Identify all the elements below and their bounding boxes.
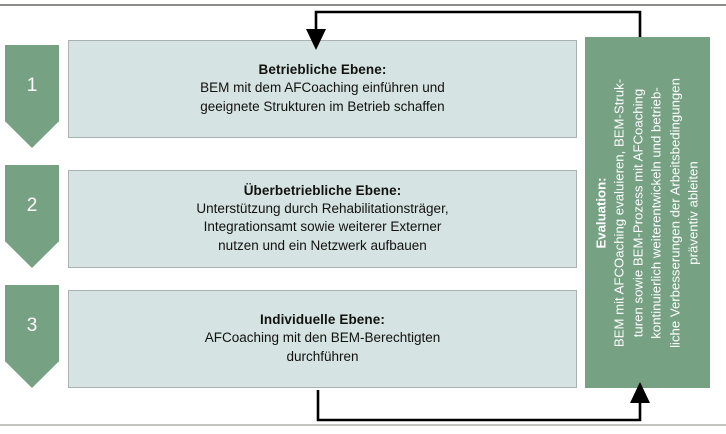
step-number-1: 1 <box>26 75 38 96</box>
step-box-3: Individuelle Ebene: AFCoaching mit den B… <box>68 290 577 388</box>
step-marker-1: 1 <box>5 45 59 148</box>
step-number-2: 2 <box>26 195 38 216</box>
bottom-divider-rule <box>0 424 726 426</box>
step-box-3-body: AFCoaching mit den BEM-Berechtigten durc… <box>204 330 441 364</box>
step-box-1-title: Betriebliche Ebene: <box>258 62 387 78</box>
evaluation-panel-text: Evaluation: BEM mit AFCOaching evaluiere… <box>592 37 703 388</box>
step-number-3: 3 <box>26 315 38 336</box>
step-box-2: Überbetriebliche Ebene: Unterstützung du… <box>68 170 577 268</box>
evaluation-body: BEM mit AFCOaching evaluieren, BEM-Struk… <box>611 77 701 348</box>
step-marker-2: 2 <box>5 165 59 268</box>
step-marker-3: 3 <box>5 285 59 388</box>
step-box-1: Betriebliche Ebene: BEM mit dem AFCoachi… <box>68 40 577 138</box>
step-box-2-body: Unterstützung durch Rehabilitationsträge… <box>196 200 449 254</box>
step-box-1-body: BEM mit dem AFCoaching einführen und gee… <box>200 80 445 114</box>
top-divider-rule <box>0 4 726 6</box>
evaluation-panel: Evaluation: BEM mit AFCOaching evaluiere… <box>585 37 710 388</box>
step-box-3-title: Individuelle Ebene: <box>260 312 385 328</box>
step-box-2-title: Überbetriebliche Ebene: <box>243 182 402 198</box>
evaluation-title: Evaluation: <box>593 176 609 249</box>
